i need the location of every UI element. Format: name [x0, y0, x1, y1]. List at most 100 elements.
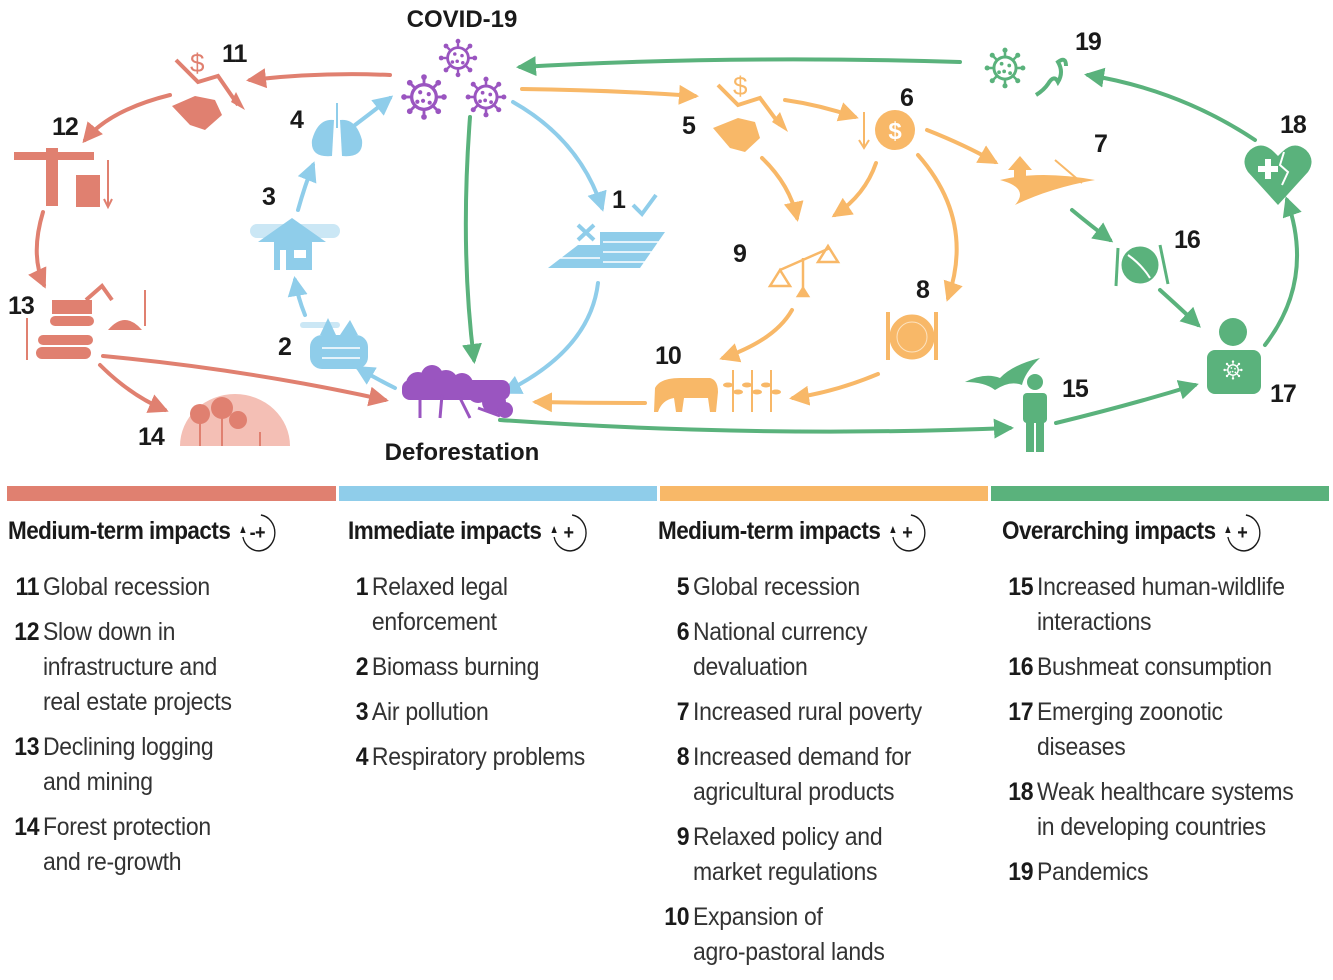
balance-scale-icon: [767, 243, 841, 298]
node-15-number: 15: [1062, 375, 1089, 403]
lungs-icon: [311, 103, 363, 157]
arrow-13-to-deforestation: [101, 354, 389, 407]
rural-poverty-icon: [1000, 156, 1095, 205]
node-7: 7: [1000, 130, 1108, 205]
broken-heart-health-icon: [1244, 145, 1312, 205]
arrow-6-to-9: [831, 161, 878, 218]
node-19: 19: [983, 28, 1102, 97]
loop-sign: -+: [250, 522, 266, 544]
arrow-deforestation-to-15: [498, 418, 1014, 439]
arrow-4-to-covid: [353, 95, 394, 127]
arrow-6-to-8: [916, 153, 963, 302]
arrow-17-to-18: [1263, 196, 1302, 347]
node-16-number: 16: [1174, 226, 1200, 254]
node-19-number: 19: [1075, 28, 1101, 56]
node-17: 17: [1207, 318, 1297, 408]
arrow-6-to-7: [925, 128, 999, 164]
plate-cutlery-icon: [886, 312, 938, 360]
virus-pandemic-icon: [983, 46, 1068, 97]
arrow-13-to-14: [98, 363, 169, 413]
loop-sign: +: [563, 522, 573, 544]
feedback-loop-icon: +: [547, 509, 587, 553]
node-6: $ 6: [858, 84, 915, 150]
arrow-19-to-covid: [516, 56, 962, 77]
loop-sign: +: [1238, 522, 1248, 544]
section-band-immediate: [339, 486, 657, 501]
arrow-1-to-deforestation: [501, 281, 600, 394]
feedback-loop-icon: +: [1221, 509, 1261, 553]
node-4-number: 4: [290, 106, 304, 134]
node-2: 2: [278, 318, 368, 369]
node-16: 16: [1114, 226, 1201, 287]
deforestation-trees-icon: [402, 365, 513, 419]
node-9-number: 9: [733, 240, 746, 268]
node-14: 14: [138, 394, 290, 451]
arrow-3-to-4: [296, 161, 317, 212]
arrow-2-to-3: [287, 276, 308, 317]
feedback-loop-icon: +: [886, 509, 926, 553]
node-18-number: 18: [1280, 111, 1307, 139]
section-title: Medium-term impacts: [8, 516, 231, 545]
node-13: 13: [8, 283, 146, 360]
node-2-number: 2: [278, 333, 291, 361]
section-header: Overarching impacts +: [1002, 510, 1299, 552]
section-title: Overarching impacts: [1002, 516, 1216, 545]
impact-cycle-diagram: COVID-19 Deforestation $ 11 12: [8, 6, 1312, 466]
node-3-number: 3: [262, 183, 275, 211]
node-13-number: 13: [8, 292, 34, 320]
currency-coin-icon: $: [858, 110, 915, 150]
node-7-number: 7: [1094, 130, 1107, 158]
section-header: Medium-term impacts -+: [8, 510, 305, 552]
covid-label: COVID-19: [407, 6, 518, 33]
svg-text:$: $: [190, 48, 205, 78]
section-band-overarching: [991, 486, 1329, 501]
svg-text:$: $: [733, 71, 748, 101]
section-title: Immediate impacts: [348, 516, 542, 545]
arrow-15-to-17: [1054, 380, 1199, 425]
feedback-loop-icon: -+: [236, 509, 276, 553]
arrow-16-to-17: [1158, 288, 1201, 328]
section-band-medium-red: [7, 486, 336, 501]
deforestation-label: Deforestation: [385, 439, 540, 466]
node-17-number: 17: [1270, 380, 1296, 408]
crane-building-icon: [14, 148, 113, 210]
burning-log-icon: [300, 318, 368, 369]
node-15: 15: [965, 358, 1090, 452]
arrow-deforestation-to-2: [354, 365, 397, 390]
excavator-logs-icon: [26, 283, 146, 360]
node-12-number: 12: [52, 113, 78, 141]
node-11: $ 11: [172, 40, 249, 130]
smog-house-icon: [250, 218, 340, 270]
svg-text:$: $: [888, 118, 902, 145]
arrow-5-to-6: [783, 98, 859, 122]
node-9: 9: [733, 240, 841, 298]
section-header: Immediate impacts +: [348, 510, 627, 552]
arrow-covid-to-1: [511, 100, 607, 212]
arrow-8-to-10: [789, 372, 880, 406]
cattle-crops-icon: [654, 370, 781, 412]
node-1: 1: [548, 186, 665, 268]
arrow-covid-to-11: [246, 68, 392, 89]
node-10: 10: [654, 342, 781, 412]
node-5: $ 5: [682, 71, 788, 152]
node-6-number: 6: [900, 84, 913, 112]
handshake-recession-icon: $: [172, 48, 245, 130]
